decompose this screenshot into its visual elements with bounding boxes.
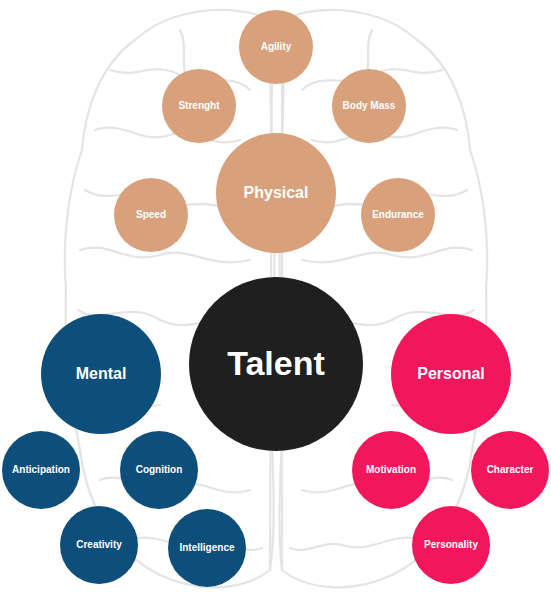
node-label: Agility — [239, 41, 313, 53]
sub-circle: Character — [471, 431, 549, 509]
node-label: Physical — [216, 184, 336, 202]
sub-circle: Motivation — [352, 431, 430, 509]
node-label: Intelligence — [168, 542, 246, 554]
category-circle: Mental — [41, 314, 161, 434]
node-label: Creativity — [60, 539, 138, 551]
node-label: Character — [471, 464, 549, 476]
sub-circle: Intelligence — [168, 509, 246, 587]
node-label: Mental — [41, 365, 161, 383]
center-circle: Talent — [189, 277, 363, 451]
sub-circle: Strenght — [162, 69, 236, 143]
sub-circle: Agility — [239, 10, 313, 84]
category-circle: Personal — [391, 314, 511, 434]
sub-circle: Body Mass — [332, 69, 406, 143]
node-label: Personality — [412, 539, 490, 551]
node-label: Body Mass — [332, 100, 406, 112]
node-label: Speed — [114, 209, 188, 221]
node-label: Motivation — [352, 464, 430, 476]
node-label: Personal — [391, 365, 511, 383]
sub-circle: Endurance — [361, 178, 435, 252]
sub-circle: Personality — [412, 506, 490, 584]
node-label: Endurance — [361, 209, 435, 221]
sub-circle: Cognition — [120, 431, 198, 509]
sub-circle: Creativity — [60, 506, 138, 584]
node-label: Strenght — [162, 100, 236, 112]
node-label: Cognition — [120, 464, 198, 476]
sub-circle: Anticipation — [2, 431, 80, 509]
node-label: Talent — [189, 344, 363, 383]
category-circle: Physical — [216, 133, 336, 253]
node-label: Anticipation — [2, 464, 80, 476]
sub-circle: Speed — [114, 178, 188, 252]
